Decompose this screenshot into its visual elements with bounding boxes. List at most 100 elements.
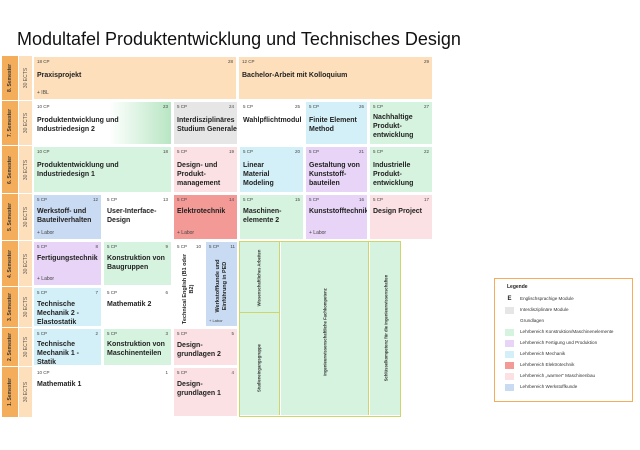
module-note: + Labor xyxy=(177,230,195,236)
module-name: Konstruktion von Baugruppen xyxy=(107,255,165,271)
module-baugruppen[interactable]: 5 CP 9 Konstruktion von Baugruppen xyxy=(103,241,172,286)
module-nachhaltig[interactable]: 5 CP 27 Nachhaltige Produkt- entwicklung xyxy=(369,101,433,145)
module-werkstoff[interactable]: 5 CP 12 Werkstoff- und Bauteilverhalten … xyxy=(33,194,102,240)
semester-6-ects: 30 ECTS xyxy=(19,146,32,194)
module-number: 23 xyxy=(162,104,168,109)
module-number: 18 xyxy=(162,149,168,154)
legend-swatch xyxy=(505,340,514,347)
legend-swatch xyxy=(505,329,514,336)
module-name: Werkstoff- und Bauteilverhalten xyxy=(37,208,92,224)
module-elektro[interactable]: 5 CP 14 Elektrotechnik + Labor xyxy=(173,194,238,240)
module-cp: 5 CP xyxy=(37,290,48,295)
module-number: 1 xyxy=(165,370,168,375)
competency-column-2 xyxy=(281,242,369,415)
module-name: Fertigungstechnik xyxy=(37,255,98,262)
module-cp: 10 CP xyxy=(37,104,50,109)
module-cp: 5 CP xyxy=(37,244,48,249)
module-note: + Labor xyxy=(37,230,55,236)
competency-block xyxy=(239,241,401,417)
legend-swatch xyxy=(505,362,514,369)
semester-8-ects: 30 ECTS xyxy=(19,56,32,101)
module-konstruktion[interactable]: 5 CP 3 Konstruktion von Maschinenteilen xyxy=(103,328,172,366)
semester-1-ects: 30 ECTS xyxy=(19,367,32,418)
module-cp: 5 CP xyxy=(309,149,320,154)
page-title: Modultafel Produktentwicklung und Techni… xyxy=(17,29,461,49)
module-number: 6 xyxy=(165,290,168,295)
module-name: Design- grundlagen 1 xyxy=(177,381,221,397)
module-mechanik2[interactable]: 5 CP 7 Technische Mechanik 2 - Elastosta… xyxy=(33,287,102,327)
module-cp: 5 CP xyxy=(107,290,118,295)
legend-title: Legende xyxy=(507,284,528,290)
module-designgrund1[interactable]: 5 CP 4 Design- grundlagen 1 xyxy=(173,367,238,417)
label-ingenieur: Ingenieurwissenschaftliche Fachkompetenz xyxy=(322,288,328,376)
module-designproject[interactable]: 5 CP 17 Design Project xyxy=(369,194,433,240)
module-number: 2 xyxy=(95,331,98,336)
module-industriell[interactable]: 5 CP 22 Industrielle Produkt- entwicklun… xyxy=(369,146,433,193)
legend-swatch xyxy=(505,307,514,314)
module-name: Produktentwicklung und Industriedesign 2 xyxy=(37,117,119,133)
module-fertigung[interactable]: 5 CP 8 Fertigungstechnik + Labor xyxy=(33,241,102,286)
semester-4-tab: 4. Semester xyxy=(2,241,18,287)
module-name: Design Project xyxy=(373,208,423,215)
label-schluessel: Schlüsselkompetenz für die Ingenieurwiss… xyxy=(383,274,389,382)
semester-4-ects: 30 ECTS xyxy=(19,241,32,287)
module-werkstoffkunde[interactable]: 5 CP 11 Werkstoffkunde und Einführung in… xyxy=(205,241,238,327)
module-name: Produktentwicklung und Industriedesign 1 xyxy=(37,162,119,178)
module-number: 8 xyxy=(95,244,98,249)
module-kunststofftech[interactable]: 5 CP 16 Kunststofftechnik + Labor xyxy=(305,194,368,240)
module-name: Gestaltung von Kunststoff- bauteilen xyxy=(309,162,360,187)
module-mathe1[interactable]: 10 CP 1 Mathematik 1 xyxy=(33,367,172,417)
competency-column-1 xyxy=(240,242,280,415)
module-cp: 5 CP xyxy=(243,197,254,202)
semester-1-tab: 1. Semester xyxy=(2,367,18,418)
module-name: Elektrotechnik xyxy=(177,208,226,215)
module-number: 27 xyxy=(423,104,429,109)
module-name: Mathematik 2 xyxy=(107,301,152,308)
module-cp: 5 CP xyxy=(37,331,48,336)
module-wahlpflicht[interactable]: 5 CP 25 Wahlpflichtmodul xyxy=(239,101,304,145)
module-name: User-Interface- Design xyxy=(107,208,157,224)
module-mechanik1[interactable]: 5 CP 2 Technische Mechanik 1 - Statik xyxy=(33,328,102,366)
module-designgrund2[interactable]: 5 CP 5 Design- grundlagen 2 xyxy=(173,328,238,366)
legend-swatch xyxy=(505,351,514,358)
module-cp: 5 CP xyxy=(373,104,384,109)
module-mathe2[interactable]: 5 CP 6 Mathematik 2 xyxy=(103,287,172,327)
module-cp: 10 CP xyxy=(37,370,50,375)
module-name: Technical English (B1 oder B2) xyxy=(181,253,195,325)
module-interdisz[interactable]: 5 CP 24 Interdisziplinäres Studium Gener… xyxy=(173,101,238,145)
module-english[interactable]: 5 CP 10 Technical English (B1 oder B2) xyxy=(173,241,204,327)
module-linear[interactable]: 5 CP 20 Linear Material Modeling xyxy=(239,146,304,193)
module-number: 14 xyxy=(228,197,234,202)
module-cp: 5 CP xyxy=(177,370,188,375)
legend-swatch xyxy=(505,373,514,380)
module-name: Kunststofftechnik xyxy=(309,208,368,215)
module-number: 11 xyxy=(230,244,235,249)
module-pe2[interactable]: 10 CP 23 Produktentwicklung und Industri… xyxy=(33,101,172,145)
module-bachelor[interactable]: 12 CP 29 Bachelor-Arbeit mit Kolloquium xyxy=(238,56,433,100)
module-number: 22 xyxy=(423,149,429,154)
module-cp: 5 CP xyxy=(177,149,188,154)
module-kunststoffbau[interactable]: 5 CP 21 Gestaltung von Kunststoff- baute… xyxy=(305,146,368,193)
module-name: Design- grundlagen 2 xyxy=(177,342,221,358)
module-number: 20 xyxy=(294,149,300,154)
module-cp: 12 CP xyxy=(242,59,255,64)
module-pe1[interactable]: 10 CP 18 Produktentwicklung und Industri… xyxy=(33,146,172,193)
module-cp: 5 CP xyxy=(107,197,118,202)
module-maschinen2[interactable]: 5 CP 15 Maschinen- elemente 2 xyxy=(239,194,304,240)
semester-6-tab: 6. Semester xyxy=(2,146,18,194)
module-number: 17 xyxy=(423,197,429,202)
module-cp: 5 CP xyxy=(309,197,320,202)
module-uidesign[interactable]: 5 CP 13 User-Interface- Design xyxy=(103,194,172,240)
semester-7-ects: 30 ECTS xyxy=(19,101,32,146)
semester-2-ects: 30 ECTS xyxy=(19,328,32,367)
module-cp: 5 CP xyxy=(107,244,118,249)
module-designmgmt[interactable]: 5 CP 19 Design- und Produkt- management xyxy=(173,146,238,193)
module-number: 24 xyxy=(228,104,234,109)
module-praxisprojekt[interactable]: 18 CP 28 Praxisprojekt + IBL xyxy=(33,56,237,100)
module-fem[interactable]: 5 CP 26 Finite Element Method xyxy=(305,101,368,145)
module-name: Finite Element Method xyxy=(309,117,357,133)
module-cp: 10 CP xyxy=(37,149,50,154)
label-wissenschaftlich: Wissenschaftliches Arbeiten xyxy=(256,249,262,307)
module-name: Bachelor-Arbeit mit Kolloquium xyxy=(242,72,348,79)
module-number: 5 xyxy=(231,331,234,336)
